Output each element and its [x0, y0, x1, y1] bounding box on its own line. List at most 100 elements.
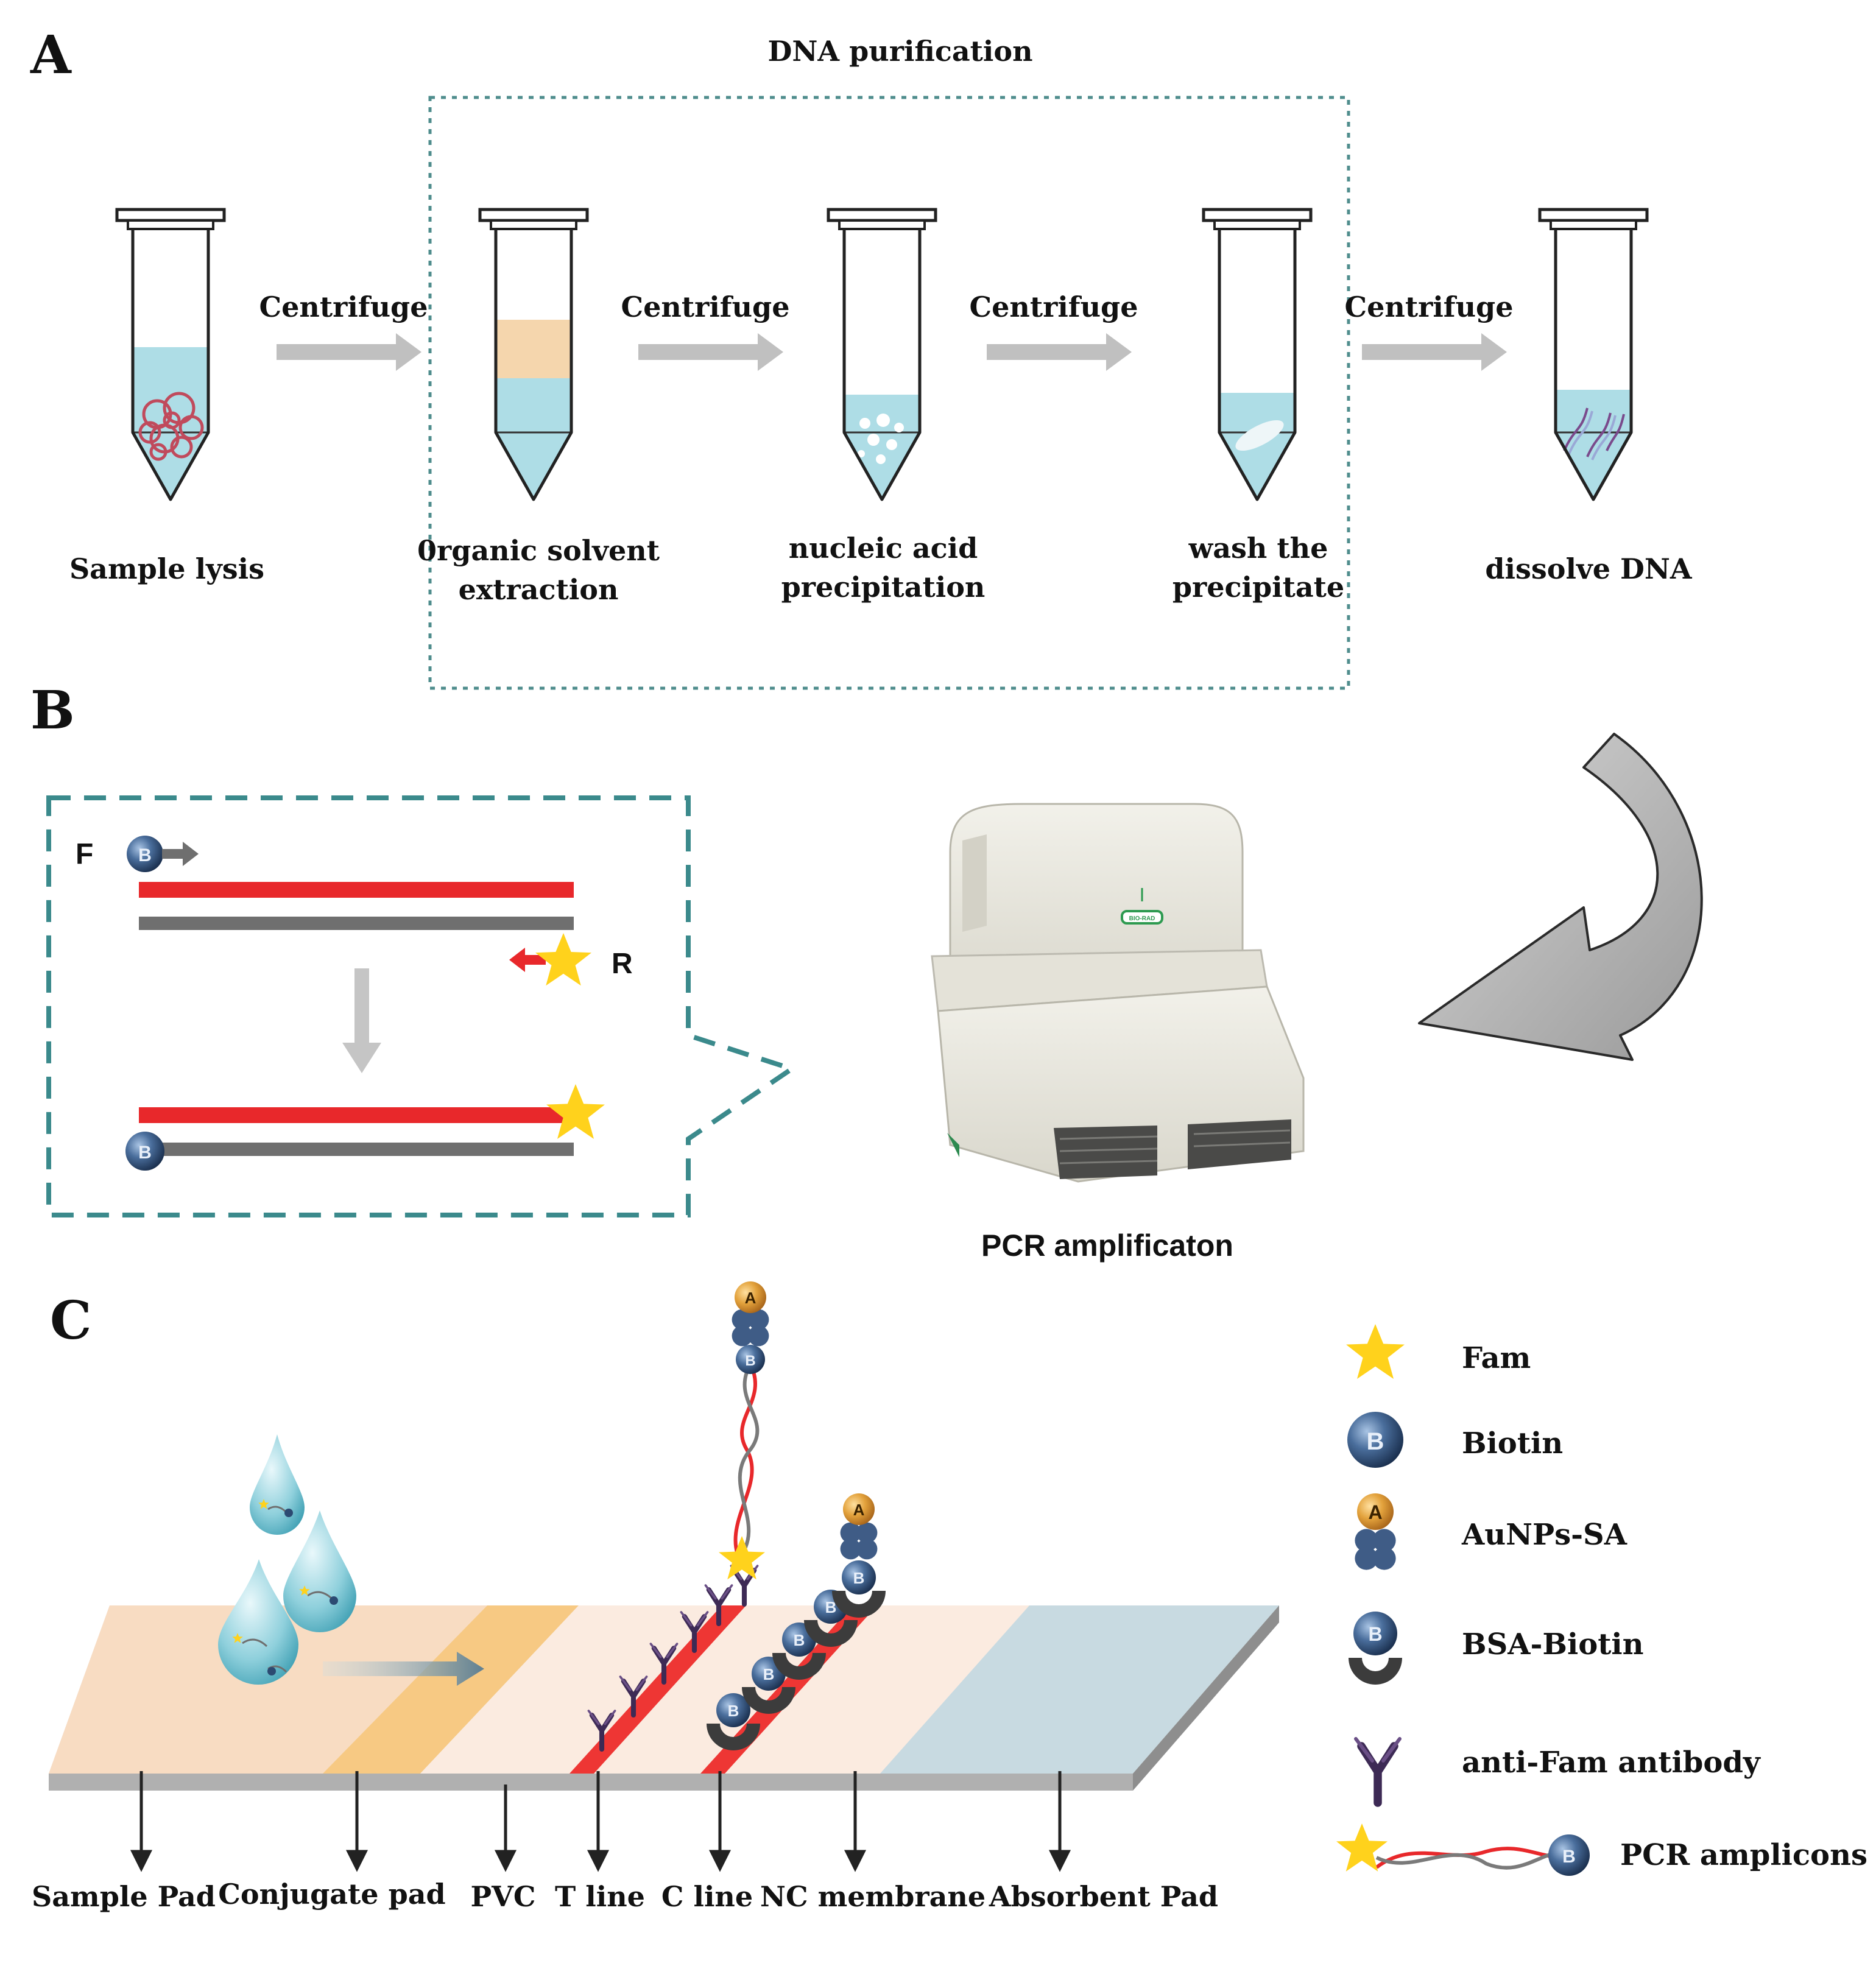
- panel-b-letter: B: [30, 680, 75, 741]
- curved-arrow-icon: [1418, 733, 1703, 1061]
- legend-label: anti-Fam antibody: [1462, 1746, 1761, 1780]
- bsa-biotin-icon: [1349, 1658, 1402, 1685]
- centrifuge-arrow-1: Centrifuge: [259, 291, 428, 371]
- step-labels: Sample lysis 0rganic solvent extraction …: [69, 532, 1693, 606]
- gold-glyph: A: [1368, 1501, 1382, 1523]
- reverse-arrow-icon: [509, 948, 546, 972]
- strip-labels: Sample Pad Conjugate pad PVC T line C li…: [32, 1878, 1218, 1913]
- pellet: [1235, 420, 1284, 451]
- product-grey-strand: [139, 1143, 574, 1156]
- legend-label: BSA-Biotin: [1462, 1627, 1644, 1661]
- biotin-glyph: B: [138, 845, 152, 865]
- sample-pad: [49, 1605, 487, 1774]
- step-label-line1: 0rganic solvent: [417, 534, 660, 567]
- step-label-line2: extraction: [459, 573, 619, 606]
- sample-droplets-icon: [218, 1434, 356, 1685]
- step-label-line1: Sample lysis: [69, 552, 264, 585]
- strip-label-arrows: [130, 1771, 1071, 1872]
- legend-label: Fam: [1462, 1341, 1531, 1375]
- biotin-glyph: B: [794, 1631, 805, 1649]
- biotin-glyph: B: [763, 1665, 775, 1683]
- strip-label-absorbent-pad: Absorbent Pad: [989, 1880, 1218, 1913]
- pcr-device-caption: PCR amplificaton: [981, 1228, 1233, 1263]
- absorbent-pad: [880, 1605, 1279, 1774]
- legend-item-anti-fam-antibody: anti-Fam antibody: [1356, 1739, 1761, 1803]
- down-arrow-icon: [342, 968, 381, 1073]
- antibody-icon: [1356, 1739, 1400, 1803]
- legend-item-aunps-sa: A AuNPs-SA: [1355, 1493, 1627, 1570]
- pvc-region: [420, 1605, 1060, 1774]
- biotin-glyph: B: [853, 1569, 865, 1587]
- biotin-glyph: B: [1367, 1428, 1384, 1455]
- legend-item-biotin: B Biotin: [1347, 1412, 1563, 1468]
- legend-item-bsa-biotin: B BSA-Biotin: [1349, 1612, 1644, 1685]
- centrifuge-label: Centrifuge: [259, 291, 428, 323]
- forward-arrow-icon: [162, 842, 199, 866]
- pcr-thermocycler-icon: BIO-RAD: [931, 803, 1305, 1183]
- lateral-flow-strip: [49, 1605, 1279, 1791]
- reverse-primer-label: R: [612, 948, 633, 980]
- device-logo: BIO-RAD: [1129, 915, 1155, 922]
- legend-label: PCR amplicons: [1620, 1838, 1867, 1872]
- tube-wash: [1204, 210, 1311, 499]
- flow-arrow-icon: [323, 1652, 484, 1686]
- strip-end: [1133, 1605, 1279, 1791]
- panel-a-letter: A: [30, 24, 72, 86]
- captured-amplicon: B A: [719, 1281, 769, 1580]
- tissue-clump: [138, 392, 204, 461]
- legend-label: AuNPs-SA: [1461, 1518, 1627, 1552]
- step-label-line2: precipitate: [1172, 571, 1344, 604]
- legend-item-fam: Fam: [1346, 1324, 1531, 1379]
- step-label-line1: dissolve DNA: [1485, 552, 1693, 585]
- centrifuge-arrow-2: Centrifuge: [621, 291, 790, 371]
- strip-label-nc-membrane: NC membrane: [760, 1880, 986, 1913]
- dna-strands: [1563, 407, 1625, 460]
- strip-side: [49, 1774, 1133, 1791]
- biotin-glyph: B: [728, 1702, 739, 1720]
- step-label-line1: nucleic acid: [789, 532, 978, 565]
- panel-c-letter: C: [50, 1290, 91, 1351]
- step-label-line1: wash the: [1188, 532, 1328, 565]
- t-line: [570, 1605, 746, 1774]
- precipitate-particles: [858, 414, 904, 464]
- template-red-strand: [139, 882, 574, 898]
- template-grey-strand: [139, 917, 574, 930]
- strip-label-t-line: T line: [555, 1880, 645, 1913]
- centrifuge-label: Centrifuge: [621, 291, 790, 323]
- dna-purification-box: [428, 96, 1350, 690]
- strip-label-pvc: PVC: [471, 1880, 536, 1913]
- c-line-bsa-biotin: B B B B B A: [707, 1493, 886, 1750]
- biotin-glyph: B: [745, 1353, 755, 1369]
- strip-label-sample-pad: Sample Pad: [32, 1880, 216, 1913]
- tube-sample-lysis: [117, 210, 224, 499]
- biotin-icon: [1347, 1412, 1403, 1468]
- step-label-line2: precipitation: [781, 571, 986, 604]
- centrifuge-arrow-4: Centrifuge: [1345, 291, 1514, 371]
- centrifuge-label: Centrifuge: [970, 291, 1138, 323]
- forward-primer-label: F: [76, 838, 93, 870]
- product-red-strand: [139, 1107, 574, 1123]
- dna-purification-title: DNA purification: [767, 35, 1032, 68]
- gold-glyph: A: [745, 1289, 756, 1307]
- legend: Fam B Biotin A AuNPs-SA B BSA-Biotin ant…: [1336, 1324, 1867, 1876]
- legend-item-pcr-amplicons: B PCR amplicons: [1336, 1823, 1867, 1876]
- pcr-detail-callout: [46, 795, 798, 1217]
- biotin-icon: B: [127, 836, 163, 872]
- tube-dissolve-dna: [1540, 210, 1647, 499]
- biotin-glyph: B: [1562, 1847, 1576, 1867]
- conjugate-pad: [323, 1605, 579, 1774]
- centrifuge-arrow-3: Centrifuge: [970, 291, 1138, 371]
- legend-label: Biotin: [1462, 1426, 1563, 1460]
- biotin-glyph: B: [825, 1598, 837, 1616]
- amplicon-icon: B: [1336, 1823, 1590, 1876]
- strip-label-conjugate-pad: Conjugate pad: [218, 1878, 445, 1911]
- star-icon: [1346, 1324, 1405, 1379]
- centrifuge-label: Centrifuge: [1345, 291, 1514, 323]
- pcr-primer-diagram: F B R B: [76, 836, 633, 1171]
- strip-label-c-line: C line: [661, 1880, 753, 1913]
- centrifuge-arrows: Centrifuge Centrifuge Centrifuge Centrif…: [259, 291, 1514, 371]
- aunps-sa-icon: [1355, 1529, 1396, 1570]
- biotin-glyph: B: [138, 1143, 152, 1163]
- tube-organic-extraction: [480, 210, 587, 499]
